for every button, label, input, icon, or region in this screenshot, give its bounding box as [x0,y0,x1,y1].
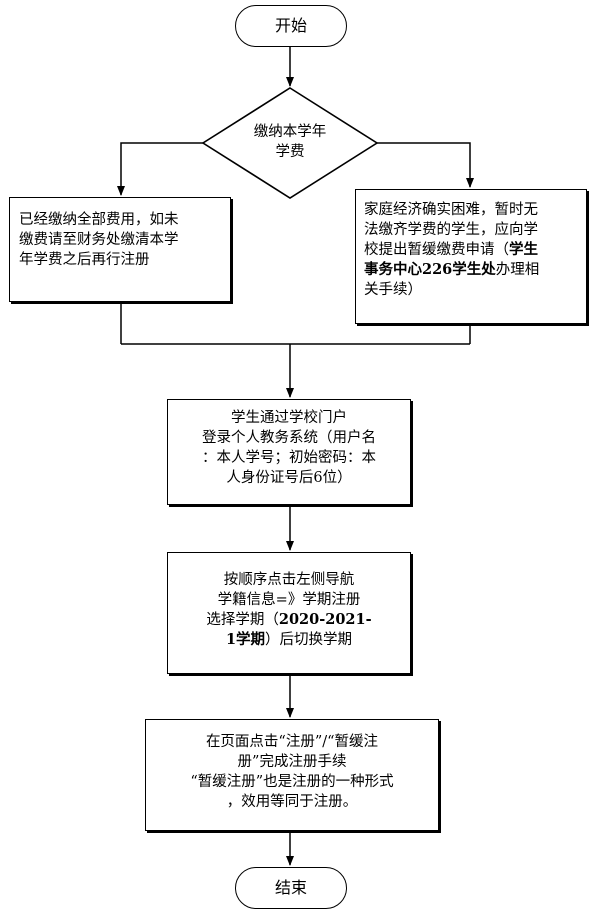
nav-line3: 选择学期（2020-2021- [172,610,406,630]
deferred-line5: 关手续） [364,282,422,298]
register-box: 在页面点击“注册”/“暂缓注 册”完成注册手续 “暂缓注册”也是注册的一种形式 … [145,719,439,831]
decision-line1: 缴纳本学年 [253,124,327,140]
arrow-decision-to-left [117,142,203,196]
start-node: 开始 [235,5,347,47]
nav-line1: 按顺序点击左侧导航 [223,572,355,588]
register-line2: 册”完成注册手续 [237,754,347,770]
login-line2: 登录个人教务系统（用户名 [202,430,376,446]
decision-line2: 学费 [275,144,305,160]
start-label: 开始 [274,16,307,35]
deferred-line3: 校提出暂缓缴费申请（学生 [364,240,582,260]
decision-diamond [201,87,379,199]
nav-line4: 1学期）后切换学期 [172,630,406,650]
deferred-line4-text: 办理相 [495,262,540,278]
nav-line4-bold: 1学期 [225,631,266,648]
deferred-line4-bold: 事务中心226学生处 [364,261,496,278]
deferred-line3-text: 校提出暂缓缴费申请（ [364,242,509,258]
login-line3: ：本人学号；初始密码：本 [202,450,376,466]
paid-all-line3: 年学费之后再行注册 [19,252,150,268]
register-line1: 在页面点击“注册”/“暂缓注 [205,734,379,750]
deferred-line2: 法缴齐学费的学生，应向学 [364,222,538,238]
login-line4: 人身份证号后6位） [226,470,352,486]
deferred-payment-box: 家庭经济确实困难，暂时无 法缴齐学费的学生，应向学 校提出暂缓缴费申请（学生 事… [355,189,587,324]
paid-all-box: 已经缴纳全部费用，如未 缴费请至财务处缴清本学 年学费之后再行注册 [9,197,231,302]
decision-node: 缴纳本学年 学费 [218,122,362,162]
nav-line3-bold: 2020-2021- [278,611,372,628]
register-line4: ，效用等同于注册。 [226,794,358,810]
paid-all-line1: 已经缴纳全部费用，如未 [19,212,179,228]
arrow-decision-to-right [377,142,474,188]
nav-line2: 学籍信息=》学期注册 [217,592,361,608]
login-line1: 学生通过学校门户 [231,410,347,426]
end-node: 结束 [235,867,347,909]
paid-all-line2: 缴费请至财务处缴清本学 [19,232,179,248]
nav-box: 按顺序点击左侧导航 学籍信息=》学期注册 选择学期（2020-2021- 1学期… [167,552,411,674]
nav-line4-text: ）后切换学期 [265,632,353,648]
register-line3: “暂缓注册”也是注册的一种形式 [190,774,394,790]
deferred-line3-bold: 学生 [509,241,538,258]
deferred-line4: 事务中心226学生处办理相 [364,260,582,280]
nav-line3-text: 选择学期（ [206,612,279,628]
login-box: 学生通过学校门户 登录个人教务系统（用户名 ：本人学号；初始密码：本 人身份证号… [167,399,411,505]
end-label: 结束 [274,878,307,897]
deferred-line1: 家庭经济确实困难，暂时无 [364,202,538,218]
